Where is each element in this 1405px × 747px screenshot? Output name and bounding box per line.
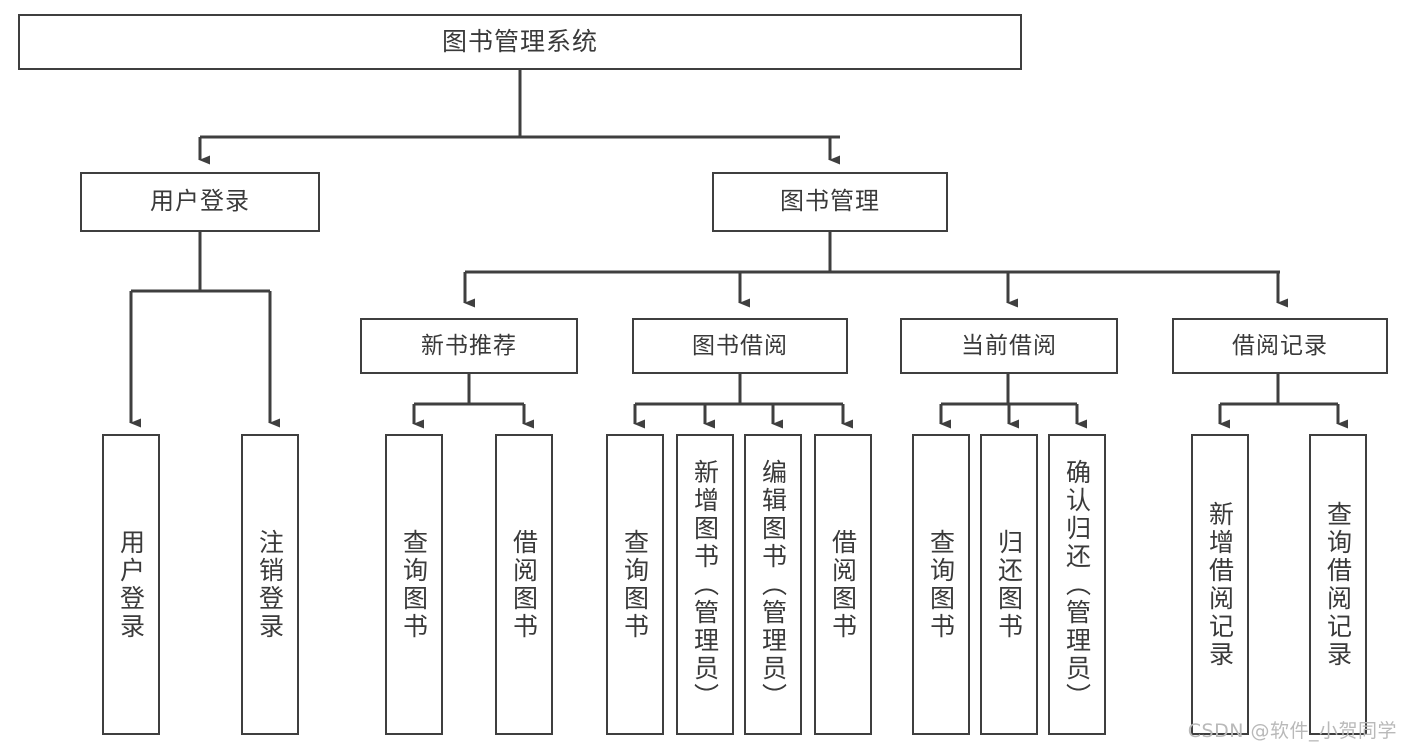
node-leaf-logout-login-label: 注销登录	[255, 528, 285, 641]
node-leaf-borrow-book[interactable]: 借阅图书	[814, 434, 872, 735]
node-leaf-query-book-borrow-label: 查询图书	[620, 528, 650, 641]
node-leaf-return-book[interactable]: 归还图书	[980, 434, 1038, 735]
node-current-borrow[interactable]: 当前借阅	[900, 318, 1118, 374]
node-user-login[interactable]: 用户登录	[80, 172, 320, 232]
node-book-management-label: 图书管理	[780, 187, 880, 216]
node-new-book-recommend-label: 新书推荐	[421, 332, 517, 359]
node-leaf-return-book-label: 归还图书	[994, 528, 1024, 641]
node-leaf-add-book[interactable]: 新增图书（管理员）	[676, 434, 734, 735]
node-leaf-edit-book-label: 编辑图书（管理员）	[758, 458, 788, 711]
node-leaf-query-book-borrow[interactable]: 查询图书	[606, 434, 664, 735]
node-current-borrow-label: 当前借阅	[961, 332, 1057, 359]
node-leaf-add-borrow-record[interactable]: 新增借阅记录	[1191, 434, 1249, 735]
node-leaf-query-book-current[interactable]: 查询图书	[912, 434, 970, 735]
node-leaf-borrow-book-new-label: 借阅图书	[509, 528, 539, 641]
node-borrow-record-label: 借阅记录	[1232, 332, 1328, 359]
node-leaf-user-login-label: 用户登录	[116, 528, 146, 641]
node-new-book-recommend[interactable]: 新书推荐	[360, 318, 578, 374]
node-borrow-record[interactable]: 借阅记录	[1172, 318, 1388, 374]
node-leaf-query-book-new-label: 查询图书	[399, 528, 429, 641]
node-leaf-edit-book[interactable]: 编辑图书（管理员）	[744, 434, 802, 735]
node-leaf-query-book-current-label: 查询图书	[926, 528, 956, 641]
node-leaf-query-borrow-record[interactable]: 查询借阅记录	[1309, 434, 1367, 735]
node-book-borrow-label: 图书借阅	[692, 332, 788, 359]
node-leaf-query-borrow-record-label: 查询借阅记录	[1323, 500, 1353, 669]
node-leaf-add-borrow-record-label: 新增借阅记录	[1205, 500, 1235, 669]
node-leaf-query-book-new[interactable]: 查询图书	[385, 434, 443, 735]
node-leaf-confirm-return-label: 确认归还（管理员）	[1062, 458, 1092, 711]
node-leaf-confirm-return[interactable]: 确认归还（管理员）	[1048, 434, 1106, 735]
node-user-login-label: 用户登录	[150, 187, 250, 216]
node-leaf-user-login[interactable]: 用户登录	[102, 434, 160, 735]
node-leaf-logout-login[interactable]: 注销登录	[241, 434, 299, 735]
node-book-borrow[interactable]: 图书借阅	[632, 318, 848, 374]
node-leaf-borrow-book-label: 借阅图书	[828, 528, 858, 641]
node-root-label: 图书管理系统	[441, 26, 598, 56]
node-book-management[interactable]: 图书管理	[712, 172, 948, 232]
node-leaf-add-book-label: 新增图书（管理员）	[690, 458, 720, 711]
node-leaf-borrow-book-new[interactable]: 借阅图书	[495, 434, 553, 735]
csdn-watermark: CSDN @软件_小贺同学	[1187, 720, 1397, 742]
node-root-book-management-system[interactable]: 图书管理系统	[18, 14, 1022, 70]
